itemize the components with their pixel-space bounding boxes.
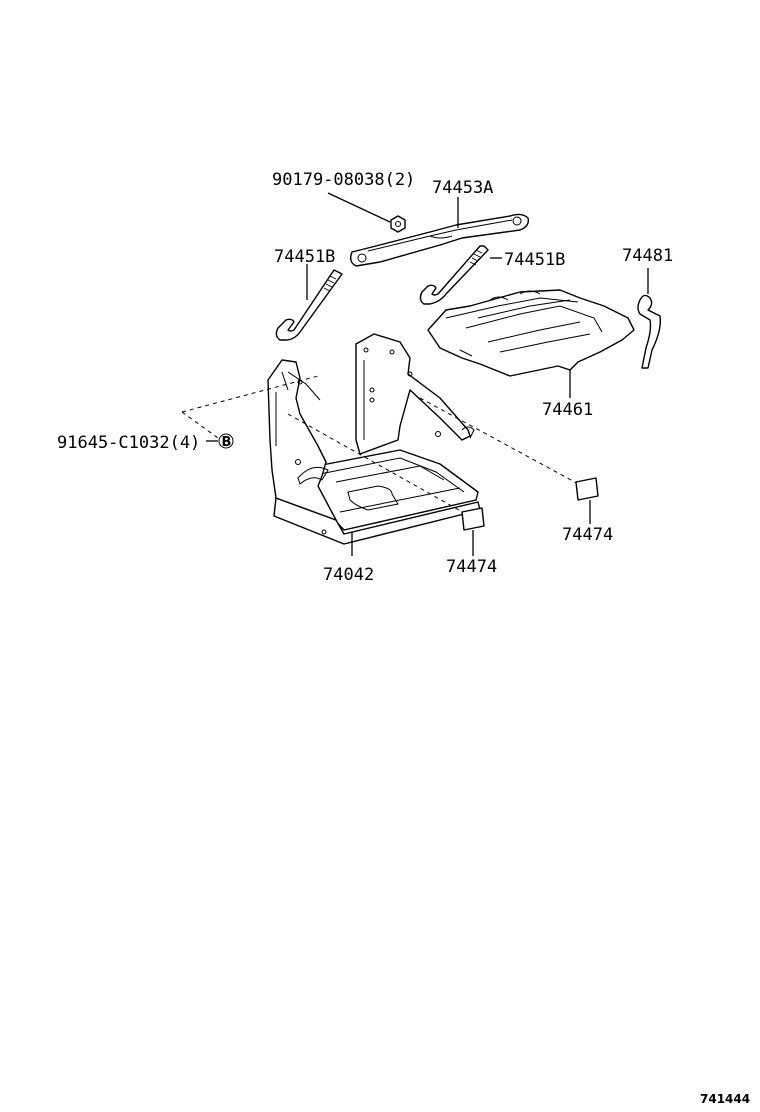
bolt-ref-letter: B bbox=[222, 435, 232, 450]
rod-right-part bbox=[419, 245, 502, 305]
bolt-ref-marker: B bbox=[218, 433, 234, 450]
part-label-bolt: 91645-C1032(4) bbox=[57, 433, 200, 453]
part-label-pad-right: 74474 bbox=[562, 525, 613, 545]
part-label-insulator: 74461 bbox=[542, 400, 593, 420]
bolt-leaders bbox=[181, 375, 583, 515]
part-label-nut: 90179-08038(2) bbox=[272, 170, 415, 190]
part-label-clamp: 74453A bbox=[432, 178, 493, 198]
pad-left-part bbox=[461, 507, 485, 556]
clamp-part bbox=[349, 197, 530, 267]
grommet-part bbox=[637, 268, 662, 369]
part-label-pad-left: 74474 bbox=[446, 557, 497, 577]
part-label-rod-left: 74451B bbox=[274, 247, 335, 267]
part-label-tray: 74042 bbox=[323, 565, 374, 585]
insulator-part bbox=[427, 289, 635, 398]
pad-right-part bbox=[575, 477, 599, 524]
part-label-grommet: 74481 bbox=[622, 246, 673, 266]
figure-id: 741444 bbox=[700, 1092, 750, 1106]
tray-part bbox=[267, 333, 481, 556]
rod-left-part bbox=[275, 264, 343, 341]
part-label-rod-right: 74451B bbox=[504, 250, 565, 270]
nut-part bbox=[327, 192, 406, 233]
